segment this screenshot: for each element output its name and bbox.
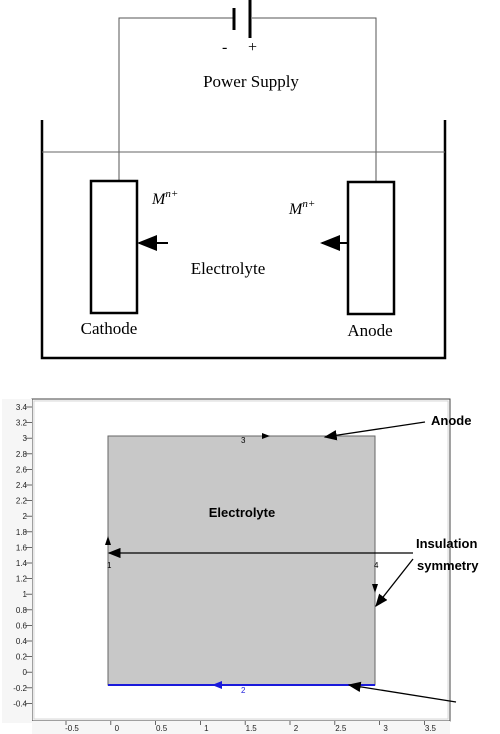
electrolyte-domain [107, 435, 376, 686]
y-tick-label: 0.2 [16, 653, 28, 662]
supply-wire-right [252, 17, 377, 182]
y-tick-label: 2 [23, 512, 28, 521]
boundary-number-3: 3 [241, 436, 246, 445]
insulation-annotation-arrow-right [375, 558, 414, 608]
y-tick-label: 0.6 [16, 621, 28, 630]
y-tick-label: 2.8 [16, 450, 28, 459]
y-tick-label: 2.4 [16, 481, 28, 490]
insulation-annotation-line1: Insulation [416, 536, 477, 551]
domain-label: Electrolyte [209, 505, 275, 520]
y-tick-label: 3.4 [16, 403, 28, 412]
y-tick-label: 2.6 [16, 465, 28, 474]
y-tick-label: 0 [23, 668, 28, 677]
electrolysis-schematic: - + Power Supply Mn+ Mn+ Electrolyte Cat… [40, 0, 447, 360]
battery-plus-label: + [248, 39, 257, 56]
x-axis-strip [32, 721, 450, 734]
insulation-annotation-line2: symmetry [417, 558, 479, 573]
ion-label-anode: Mn+ [288, 198, 315, 218]
anode-annotation: Anode [431, 413, 471, 428]
boundary-4-direction-arrow [372, 584, 378, 593]
cathode-annotation-arrow [347, 681, 457, 703]
y-tick-label: 3 [23, 434, 28, 443]
y-tick-label: -0.4 [13, 699, 27, 708]
cathode-electrode [89, 179, 139, 315]
y-tick-label: 1 [23, 590, 28, 599]
x-tick-label: 1.5 [246, 724, 258, 733]
boundary-2-direction-arrow [212, 681, 222, 689]
ion-label-cathode: Mn+ [151, 188, 178, 208]
x-tick-label: 0.5 [156, 724, 168, 733]
boundary-number-2: 2 [241, 686, 246, 695]
battery-minus-label: - [222, 39, 227, 56]
x-tick-label: 3 [383, 724, 388, 733]
x-tick-label: 3.5 [425, 724, 437, 733]
y-tick-label: 2.2 [16, 497, 28, 506]
x-tick-label: 2 [294, 724, 299, 733]
x-tick-label: 1 [204, 724, 209, 733]
x-tick-label: -0.5 [65, 724, 79, 733]
x-tick-label: 0 [115, 724, 120, 733]
anode-annotation-arrow [323, 421, 426, 441]
anode-electrode [346, 180, 396, 316]
power-supply-label: Power Supply [203, 72, 299, 91]
y-axis-ticks: 3.4 3.2 3 2.8 2.6 2.4 2.2 2 1.8 1.6 1.4 1.2 1 0.8 0.6 0… [13, 403, 32, 708]
y-axis-strip [2, 399, 32, 723]
y-tick-label: 0.8 [16, 606, 28, 615]
y-tick-label: 3.2 [16, 419, 28, 428]
electrolyte-tank [40, 120, 447, 360]
electrolyte-label: Electrolyte [191, 259, 266, 278]
geometry-plot: 3.4 3.2 3 2.8 2.6 2.4 2.2 2 1.8 1.6 1.4 1.2 1 0.8 0.6 0… [2, 398, 479, 734]
y-tick-label: 1.2 [16, 575, 28, 584]
y-tick-label: 1.8 [16, 528, 28, 537]
supply-wire [118, 17, 234, 180]
y-tick-label: 1.6 [16, 543, 28, 552]
x-axis-ticks: -0.5 0 0.5 1 1.5 2 2.5 3 3.5 [65, 721, 437, 733]
y-tick-label: 0.4 [16, 637, 28, 646]
cathode-label: Cathode [81, 319, 138, 338]
boundary-number-4: 4 [374, 561, 379, 570]
anode-label: Anode [347, 321, 392, 340]
y-tick-label: 1.4 [16, 559, 28, 568]
y-tick-label: -0.2 [13, 684, 27, 693]
boundary-1-direction-arrow [105, 536, 111, 545]
x-tick-label: 2.5 [335, 724, 347, 733]
boundary-number-1: 1 [107, 561, 112, 570]
boundary-3-direction-arrow [262, 433, 270, 439]
